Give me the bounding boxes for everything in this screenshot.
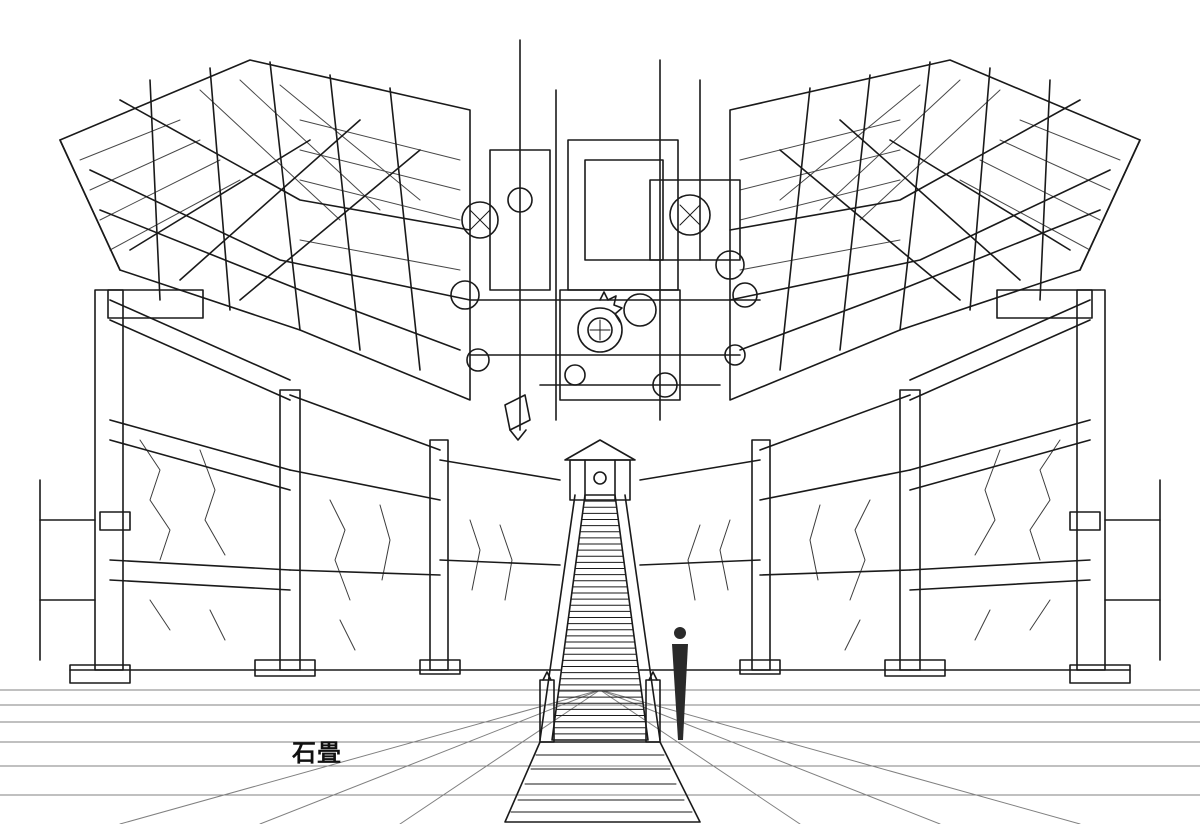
- scale-figure: [672, 627, 688, 740]
- hanging-gear-mechanism: [450, 39, 761, 441]
- right-ceiling-scaffold: [729, 59, 1141, 401]
- right-hall-wall: [639, 289, 1161, 684]
- left-rock-wall-texture: [139, 439, 513, 651]
- stone-floor-grid: [0, 689, 1200, 824]
- central-shrine: [564, 439, 636, 501]
- brick-walkway: [504, 741, 701, 823]
- left-hall-wall: [39, 289, 561, 684]
- stair-steps: [552, 500, 648, 735]
- floor-material-label: 石畳: [292, 739, 342, 767]
- right-rock-wall-texture: [687, 439, 1061, 651]
